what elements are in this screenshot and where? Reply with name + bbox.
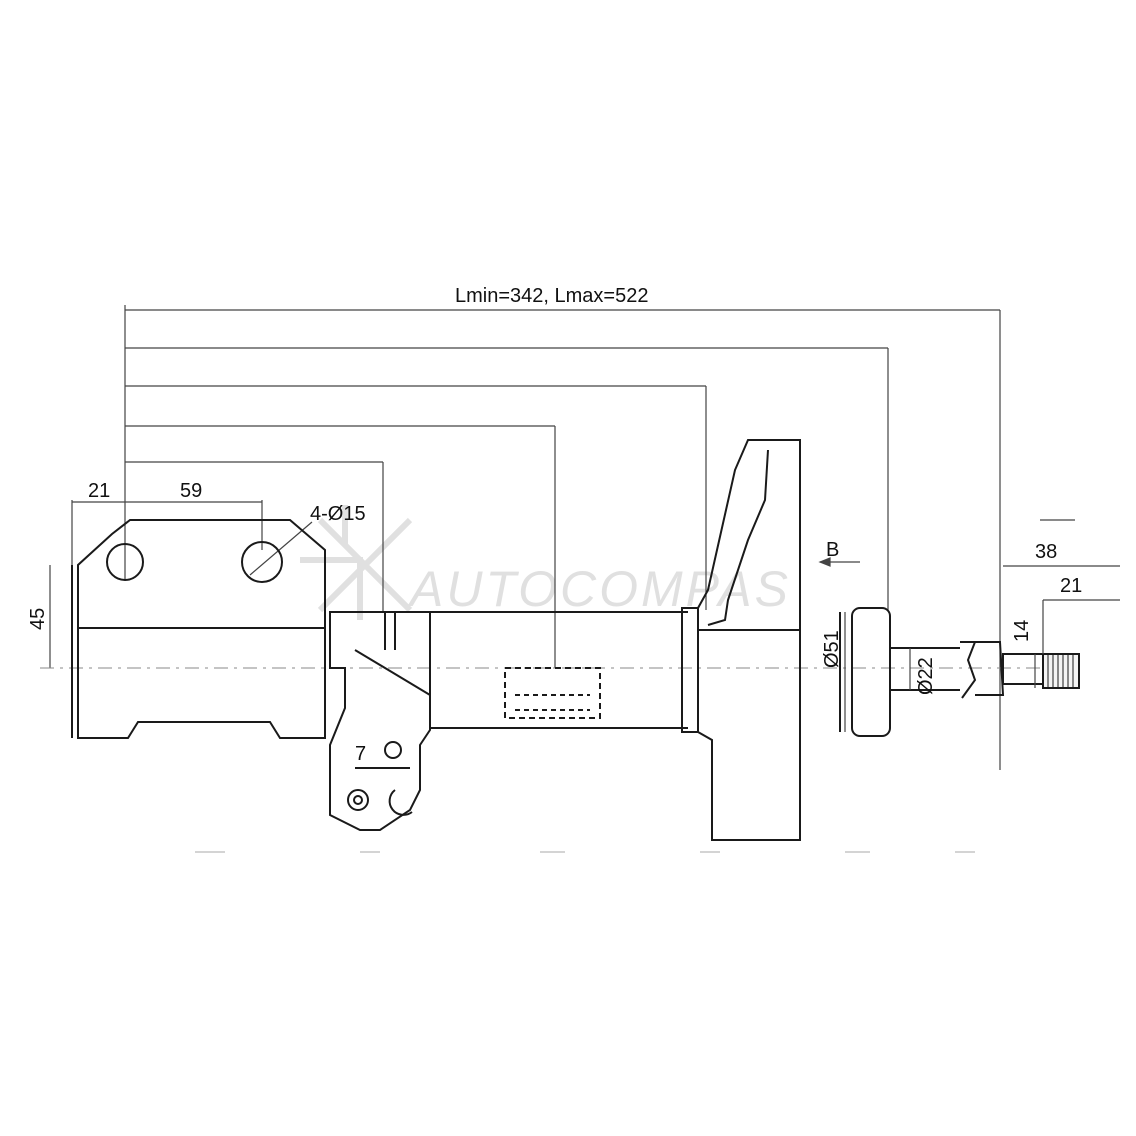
dimension-lines <box>49 305 1001 770</box>
thread-length-label: 21 <box>1060 575 1082 597</box>
mount-offset-label: 21 <box>88 480 110 502</box>
bracket-hole-label: 7 <box>355 743 366 765</box>
spring-seat <box>681 439 801 841</box>
bracket-hole <box>384 741 402 759</box>
mount-spacing-label: 59 <box>180 480 202 502</box>
rod-diameter-label: Ø22 <box>915 657 937 695</box>
thread-diameter-label: 14 <box>1011 620 1033 642</box>
upper-body <box>839 607 1080 737</box>
bracket-bolt <box>347 789 369 811</box>
watermark-logo-icon <box>300 505 413 620</box>
dimension-labels: Lmin=342, Lmax=522 21 59 4-Ø15 45 7 B Ø5… <box>27 285 1082 765</box>
view-label: B <box>826 539 839 561</box>
strut-body <box>430 611 688 729</box>
upper-mount <box>71 519 326 739</box>
mount-hole-right <box>241 541 283 583</box>
rod-length-label: 38 <box>1035 541 1057 563</box>
holes-label: 4-Ø15 <box>310 503 366 525</box>
body-diameter-label: Ø51 <box>821 630 843 668</box>
knuckle-bracket <box>329 611 431 831</box>
watermark: AUTOCOMPAS <box>300 505 791 620</box>
watermark-brand: AUTOCOMPAS <box>407 561 791 617</box>
mount-hole-left <box>106 543 144 581</box>
mount-height-label: 45 <box>27 608 49 630</box>
right-dimensions <box>818 519 1120 732</box>
length-label: Lmin=342, Lmax=522 <box>455 285 648 307</box>
